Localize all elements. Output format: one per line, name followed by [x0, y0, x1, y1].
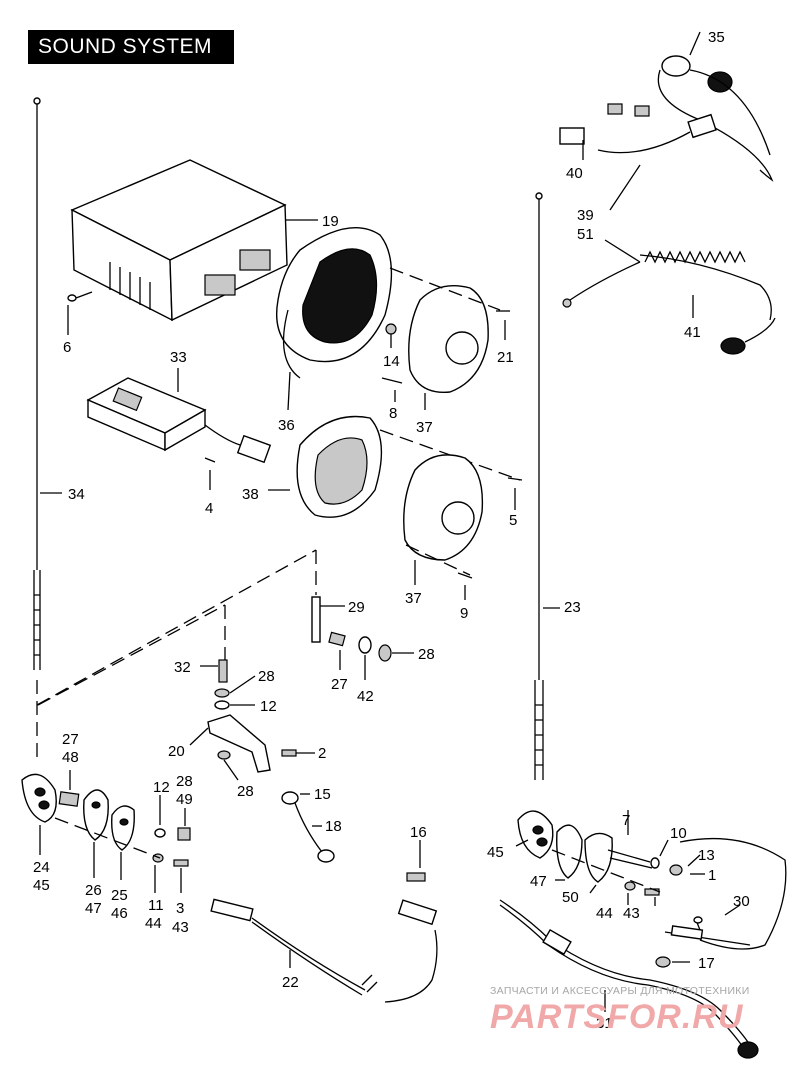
screw-8 [381, 377, 403, 402]
left-antenna-mast [33, 97, 41, 760]
mount-hardware-upper [311, 596, 414, 680]
callout-37-lower: 37 [405, 590, 422, 607]
callout-18: 18 [325, 818, 342, 835]
callout-33: 33 [170, 349, 187, 366]
headset-and-cords [559, 31, 776, 355]
diagram-title: SOUND SYSTEM [28, 30, 234, 64]
callout-32: 32 [174, 659, 191, 676]
callout-44-left: 44 [145, 915, 162, 932]
ground-wire [281, 791, 335, 863]
callout-23: 23 [564, 599, 581, 616]
callout-7: 7 [622, 812, 630, 829]
callout-24: 24 [33, 859, 50, 876]
callout-8: 8 [389, 405, 397, 422]
callout-44-right: 44 [596, 905, 613, 922]
callout-1: 1 [708, 867, 716, 884]
callout-34: 34 [68, 486, 85, 503]
callout-45-left: 45 [33, 877, 50, 894]
callout-29: 29 [348, 599, 365, 616]
callout-25: 25 [111, 887, 128, 904]
callout-31: 31 [596, 1015, 613, 1032]
callout-28-c: 28 [237, 783, 254, 800]
screw-6 [67, 291, 93, 335]
callout-6: 6 [63, 339, 71, 356]
leader-line-bracket [37, 604, 226, 706]
watermark-caption: ЗАПЧАСТИ И АКСЕССУАРЫ ДЛЯ МОТОТЕХНИКИ [490, 985, 750, 997]
callout-11: 11 [148, 897, 164, 914]
callout-16: 16 [410, 824, 427, 841]
right-antenna-mast [534, 192, 544, 780]
speaker-backplate-upper [389, 267, 501, 410]
callout-3: 3 [176, 900, 184, 917]
mount-hardware-bracket [189, 659, 315, 781]
callout-43-right: 43 [623, 905, 640, 922]
radio-unit [70, 159, 318, 322]
speaker-grille [268, 415, 521, 518]
leader-line-mount [36, 549, 317, 706]
callout-47-left: 47 [85, 900, 102, 917]
callout-20: 20 [168, 743, 185, 760]
callout-38: 38 [242, 486, 259, 503]
callout-13: 13 [698, 847, 715, 864]
callout-39: 39 [577, 207, 594, 224]
speaker-housing [276, 227, 393, 411]
callout-49: 49 [176, 791, 193, 808]
callout-45-right: 45 [487, 844, 504, 861]
callout-36: 36 [278, 417, 295, 434]
callout-47-right: 47 [530, 873, 547, 890]
callout-28-a: 28 [258, 668, 275, 685]
callout-12-a: 12 [260, 698, 277, 715]
callout-40: 40 [566, 165, 583, 182]
callout-43-left: 43 [172, 919, 189, 936]
screw-4 [204, 457, 216, 490]
callout-14: 14 [383, 353, 400, 370]
callout-9: 9 [460, 605, 468, 622]
callout-26: 26 [85, 882, 102, 899]
screw-9 [457, 572, 473, 600]
callout-21: 21 [497, 349, 514, 366]
screw-21 [496, 310, 510, 340]
callout-48: 48 [62, 749, 79, 766]
fuse-16 [406, 840, 426, 882]
callout-15: 15 [314, 786, 331, 803]
callout-22: 22 [282, 974, 299, 991]
callout-46: 46 [111, 905, 128, 922]
callout-28-d: 28 [176, 773, 193, 790]
antenna-cable-22 [210, 898, 438, 1003]
callout-10: 10 [670, 825, 687, 842]
callout-30: 30 [733, 893, 750, 910]
callout-12-b: 12 [153, 779, 170, 796]
nut-14 [385, 323, 397, 348]
watermark-logo: PARTSFOR.RU [490, 998, 744, 1036]
callout-17: 17 [698, 955, 715, 972]
callout-2: 2 [318, 745, 326, 762]
callout-27-a: 27 [331, 676, 348, 693]
antenna-cable-30-31 [499, 837, 787, 1059]
callout-27-b: 27 [62, 731, 79, 748]
callout-4: 4 [205, 500, 213, 517]
callout-19: 19 [322, 213, 339, 230]
right-antenna-mount [515, 810, 705, 906]
callout-51: 51 [577, 226, 594, 243]
callout-5: 5 [509, 512, 517, 529]
callout-37-upper: 37 [416, 419, 433, 436]
callout-41: 41 [684, 324, 701, 341]
left-antenna-mount [21, 770, 191, 893]
screw-5 [507, 477, 523, 510]
callout-42: 42 [357, 688, 374, 705]
callout-50: 50 [562, 889, 579, 906]
callout-35: 35 [708, 29, 725, 46]
callout-28-b: 28 [418, 646, 435, 663]
module-33 [86, 368, 272, 464]
speaker-backplate-lower [403, 454, 484, 585]
